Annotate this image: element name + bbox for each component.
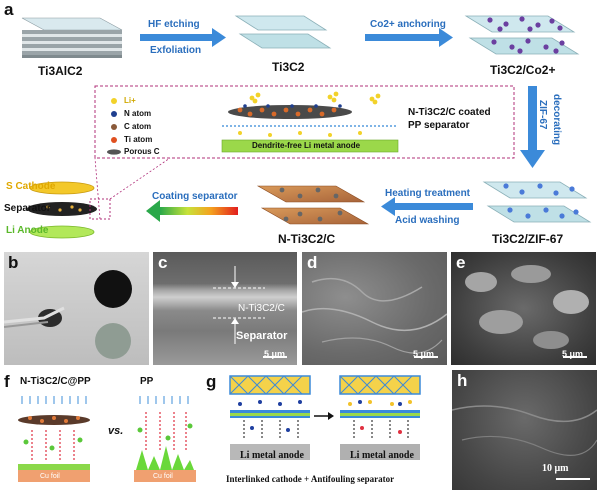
- label-exfoliation: Exfoliation: [150, 45, 202, 56]
- label-hf-etching: HF etching: [148, 19, 200, 30]
- panel-f-letter: f: [4, 372, 10, 391]
- legend-n: N atom: [124, 109, 152, 118]
- legend-c: C atom: [124, 122, 152, 131]
- label-ti3alc2: Ti3AlC2: [38, 64, 83, 78]
- label-acid-washing: Acid washing: [395, 215, 460, 226]
- panel-b-photo: [4, 252, 149, 365]
- panel-d-scale: 5 μm: [413, 349, 435, 359]
- panel-h-texture: [452, 405, 597, 480]
- ti3c2-sheets: [234, 15, 332, 49]
- inset-title-2: PP separator: [408, 120, 470, 131]
- panel-e-scale: 5 μm: [562, 349, 584, 359]
- label-nti3c2c: N-Ti3C2/C: [278, 232, 336, 246]
- panel-g-caption: Interlinked cathode + Antifouling separa…: [226, 474, 395, 484]
- panel-f-left-title: N-Ti3C2/C@PP: [20, 376, 91, 387]
- label-s-cathode: S Cathode: [6, 181, 56, 192]
- label-separator: Separator: [4, 203, 51, 214]
- panel-h-scale: 10 μm: [542, 463, 569, 474]
- panel-c-scale: 5 μm: [264, 349, 286, 359]
- ti3c2-zif-sheets: [482, 181, 592, 223]
- legend-porous-c: Porous C: [124, 147, 160, 156]
- label-coating-separator: Coating separator: [152, 191, 238, 202]
- label-li-anode: Li Anode: [6, 225, 49, 236]
- hf-arrow: [140, 28, 226, 47]
- panel-c-separator-label: Separator: [236, 330, 288, 342]
- panel-b-content: [4, 270, 132, 359]
- panel-f-right-title: PP: [140, 376, 154, 387]
- label-zif-67: ZIF-67: [537, 100, 548, 130]
- panel-f-vs: vs.: [108, 425, 124, 437]
- inset-box: [94, 85, 515, 159]
- nti3c2c-sheets: [256, 185, 370, 225]
- panel-e-texture: [465, 265, 589, 358]
- inset-title-1: N-Ti3C2/C coated: [408, 107, 491, 118]
- legend-li: Li+: [124, 96, 136, 105]
- panel-a-letter: a: [4, 0, 14, 19]
- panel-c-annotations: [213, 266, 287, 358]
- panel-h-photo: [452, 370, 597, 490]
- label-heating: Heating treatment: [385, 188, 471, 199]
- panel-f-diagram: [18, 396, 196, 482]
- panel-e-letter: e: [456, 253, 466, 272]
- panel-a-diagram: [21, 15, 592, 239]
- label-ti3c2-zif: Ti3C2/ZIF-67: [492, 232, 564, 246]
- zif-arrow: [520, 86, 545, 168]
- panel-g-diagram: [229, 375, 421, 460]
- label-co-anchoring: Co2+ anchoring: [370, 19, 446, 30]
- panel-f-cu-foil-left: Cu foil: [40, 473, 60, 480]
- panel-f-cu-foil-right: Cu foil: [153, 473, 173, 480]
- ti3c2-co-sheets: [464, 15, 580, 55]
- panel-d-photo: [302, 252, 447, 365]
- label-ti3c2: Ti3C2: [272, 60, 305, 74]
- heating-arrow: [381, 197, 473, 216]
- co-arrow: [365, 28, 453, 47]
- panel-g-anode-left: Li metal anode: [240, 450, 304, 461]
- panel-h-letter: h: [457, 371, 468, 390]
- panel-b-letter: b: [8, 253, 19, 272]
- panel-c-photo: [153, 252, 297, 365]
- panel-e-photo: [451, 252, 596, 365]
- legend-ti: Ti atom: [124, 135, 153, 144]
- cell-stack: [27, 157, 171, 239]
- panel-d-letter: d: [307, 253, 318, 272]
- inset-anode-label: Dendrite-free Li metal anode: [252, 141, 361, 150]
- label-ti3c2-co: Ti3C2/Co2+: [490, 63, 556, 77]
- coating-arrow: [146, 200, 238, 222]
- panel-c-letter: c: [158, 253, 168, 272]
- label-decorating: decorating: [551, 94, 562, 146]
- panel-g-letter: g: [206, 372, 217, 391]
- ti3alc2-stack: [21, 17, 123, 58]
- panel-g-anode-right: Li metal anode: [350, 450, 414, 461]
- panel-d-texture: [302, 277, 447, 358]
- panel-c-layer-label: N-Ti3C2/C: [238, 303, 285, 314]
